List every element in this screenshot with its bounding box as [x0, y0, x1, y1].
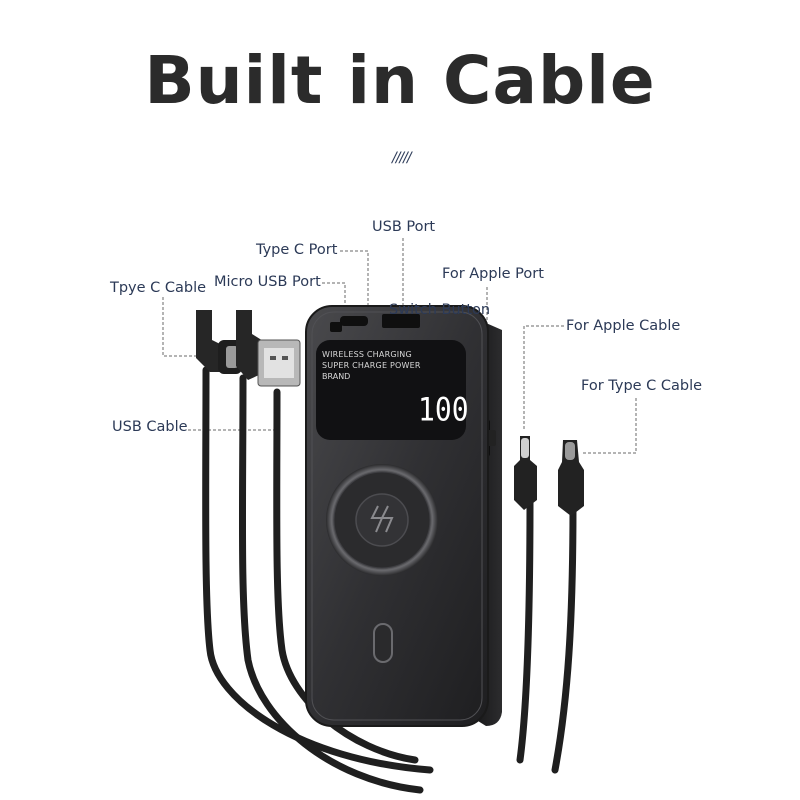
cables	[202, 366, 577, 794]
page-title: Built in Cable	[144, 42, 656, 119]
left-connectors	[196, 310, 301, 387]
label-for-apple-port: For Apple Port	[442, 266, 544, 282]
right-connectors	[514, 436, 584, 516]
battery-percentage: 100	[418, 390, 469, 429]
usb-port	[382, 314, 420, 328]
display-panel	[316, 340, 466, 440]
display-line-3: BRAND	[322, 372, 351, 381]
label-usb-cable: USB Cable	[112, 419, 188, 435]
display-line-1: WIRELESS CHARGING	[322, 350, 412, 359]
decorative-slashes: /////	[392, 150, 412, 166]
label-for-apple-cable: For Apple Cable	[566, 318, 681, 334]
power-button-icon	[373, 623, 393, 663]
micro-usb-port	[330, 322, 342, 332]
label-switch-button: Switch Button	[389, 302, 491, 318]
lightning-icon	[370, 505, 384, 533]
label-micro-usb-port: Micro USB Port	[214, 274, 321, 290]
label-usb-port: USB Port	[372, 219, 436, 235]
type-c-port	[340, 316, 368, 326]
display-line-2: SUPER CHARGE POWER	[322, 361, 421, 370]
label-type-c-port: Type C Port	[256, 242, 338, 258]
label-type-c-cable: Tpye C Cable	[110, 280, 207, 296]
label-for-type-c-cable: For Type C Cable	[581, 378, 703, 394]
